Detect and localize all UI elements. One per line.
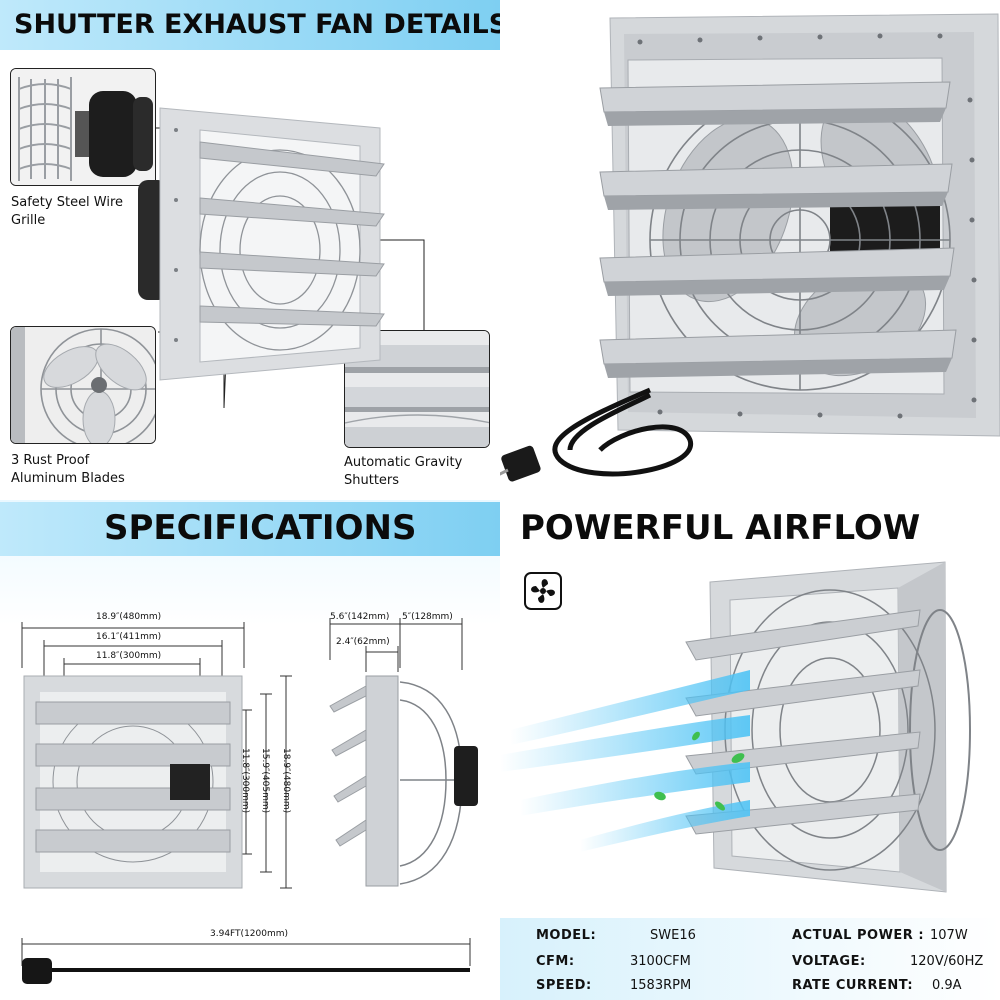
spec-value-speed: 1583RPM: [630, 978, 692, 993]
specs-band: [500, 918, 1000, 1000]
specs-title: SPECIFICATIONS: [104, 508, 417, 548]
specs-banner: [0, 502, 500, 556]
airflow-streams: [500, 670, 750, 852]
spec-value-voltage: 120V/60HZ: [910, 954, 984, 969]
spec-key-model: MODEL:: [536, 928, 597, 943]
details-title: SHUTTER EXHAUST FAN DETAILS: [14, 9, 500, 40]
spec-key-speed: SPEED:: [536, 978, 592, 993]
dim-width-mid: 16.1″(411mm): [96, 632, 162, 642]
feature-line: Shutters: [344, 473, 400, 488]
feature-line: Aluminum Blades: [11, 471, 125, 486]
fan-angled-illustration: [138, 107, 425, 409]
airflow-panel: POWERFUL AIRFLOW: [500, 500, 1000, 1000]
dim-width-inner: 11.8″(300mm): [96, 651, 162, 661]
fan-front-illustration: [500, 13, 1000, 482]
front-view-drawing: [21, 618, 478, 984]
feature-line: Safety Steel Wire: [11, 195, 124, 210]
dim-cord-length: 3.94FT(1200mm): [210, 929, 289, 939]
feature-label-blades: 3 Rust Proof Aluminum Blades: [11, 452, 151, 488]
feature-label-shutters: Automatic Gravity Shutters: [344, 454, 484, 490]
fan-front-panel: [500, 0, 1000, 500]
specifications-panel: SPECIFICATIONS: [0, 500, 500, 1000]
feature-line: Grille: [11, 213, 46, 228]
shutter-blades: [599, 81, 957, 378]
plug-icon: [501, 445, 541, 482]
power-cord: [552, 387, 693, 477]
dim-depth-motor: 5″(128mm): [402, 612, 453, 622]
details-banner: [0, 0, 500, 50]
plug-icon: [22, 958, 52, 984]
spec-value-power: 107W: [930, 928, 968, 943]
leaf-icons: [654, 731, 745, 811]
blades-thumbnail: [10, 326, 156, 444]
spec-key-voltage: VOLTAGE:: [792, 954, 866, 969]
spec-key-current: RATE CURRENT:: [792, 978, 914, 993]
airflow-title: POWERFUL AIRFLOW: [520, 508, 921, 548]
dim-depth-frame: 2.4″(62mm): [336, 637, 390, 647]
fan-icon: [524, 572, 562, 610]
feature-label-grille: Safety Steel Wire Grille: [11, 194, 151, 230]
airflow-specs: MODEL: SWE16 CFM: 3100CFM SPEED: 1583RPM…: [500, 918, 1000, 1000]
dim-height-mid: 15.9″(405mm): [260, 748, 270, 814]
spec-value-current: 0.9A: [932, 978, 962, 993]
spec-key-cfm: CFM:: [536, 954, 575, 969]
spec-key-power: ACTUAL POWER :: [792, 928, 925, 943]
grille-thumbnail: [10, 68, 156, 186]
airflow-illustration: [500, 561, 971, 893]
dim-height-inner: 11.8″(300mm): [240, 748, 250, 814]
dim-height-outer: 18.9″(480mm): [281, 748, 291, 814]
spec-value-model: SWE16: [650, 928, 696, 943]
dim-width-outer: 18.9″(480mm): [96, 612, 162, 622]
shutters-thumbnail: [344, 330, 490, 448]
dim-depth-total: 5.6″(142mm): [330, 612, 390, 622]
spec-value-cfm: 3100CFM: [630, 954, 691, 969]
details-panel: SHUTTER EXHAUST FAN DETAILS Safety Steel…: [0, 0, 500, 500]
feature-line: 3 Rust Proof: [11, 453, 90, 468]
feature-line: Automatic Gravity: [344, 455, 463, 470]
